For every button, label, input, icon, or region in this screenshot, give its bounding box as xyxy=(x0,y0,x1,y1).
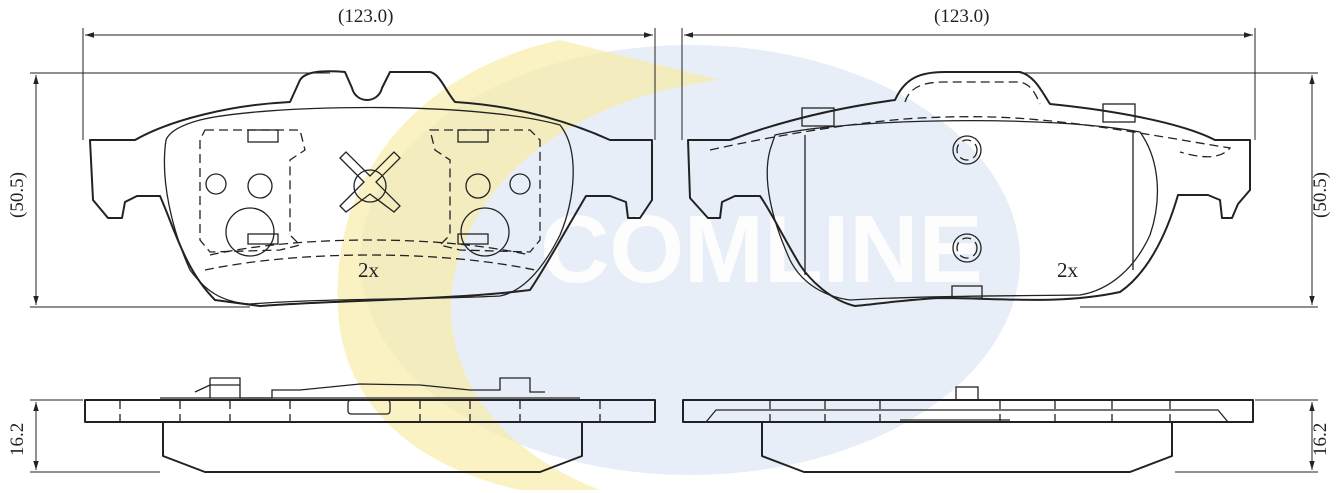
left-hole-3 xyxy=(225,207,275,257)
left-thickness-dimension: 16.2 xyxy=(7,399,160,473)
right-hole-bottom-inner xyxy=(956,237,978,259)
left-side-center-tab xyxy=(347,399,391,415)
left-hole-2 xyxy=(465,173,491,199)
left-clip-tab-1 xyxy=(247,129,279,143)
right-clip-left xyxy=(801,107,835,127)
left-friction-material xyxy=(163,106,574,305)
watermark-yellow-swoosh xyxy=(337,40,720,490)
right-backing-plate xyxy=(687,71,1251,307)
left-height-label: (50.5) xyxy=(7,172,28,218)
right-hole-bottom xyxy=(952,233,982,263)
left-quantity-label: 2x xyxy=(358,258,380,282)
left-width-dimension: (123.0) xyxy=(82,6,656,140)
right-clip-right xyxy=(1102,103,1136,123)
left-pad-front-view xyxy=(89,70,653,307)
right-side-inner-line xyxy=(705,409,1229,423)
left-backing-plate xyxy=(89,70,653,307)
watermark-text: COMLINE xyxy=(540,196,983,303)
left-hole-1 xyxy=(247,173,273,199)
right-hole-top xyxy=(952,135,982,165)
left-thickness-label: 16.2 xyxy=(7,423,28,456)
left-center-cross-mark xyxy=(339,151,401,213)
left-height-dimension: (50.5) xyxy=(7,72,330,308)
left-hole-4 xyxy=(460,207,510,257)
watermark-blue-disc xyxy=(360,45,1020,475)
right-friction-material xyxy=(766,120,1158,301)
right-dashed-outline xyxy=(709,116,1232,158)
right-pad-side-view xyxy=(682,386,1254,473)
right-height-label: (50.5) xyxy=(1310,172,1331,218)
left-side-friction xyxy=(162,422,583,473)
right-hole-top-inner xyxy=(956,139,978,161)
right-height-dimension: (50.5) xyxy=(1020,72,1331,308)
right-width-label: (123.0) xyxy=(934,6,989,27)
left-hole-6 xyxy=(509,173,531,195)
right-quantity-label: 2x xyxy=(1057,258,1079,282)
left-clip-tab-2 xyxy=(457,129,489,143)
left-clip-tab-3 xyxy=(247,233,279,245)
right-side-center-tab xyxy=(955,386,979,401)
left-width-label: (123.0) xyxy=(338,6,393,27)
right-thickness-dimension: 16.2 xyxy=(1175,399,1331,473)
comline-watermark: COMLINE xyxy=(337,40,1020,490)
left-clip-tab-4 xyxy=(457,233,489,245)
right-pad-front-view xyxy=(687,71,1251,307)
left-clip-dashed-right xyxy=(429,129,541,253)
left-hole-5 xyxy=(205,173,227,195)
right-thickness-label: 16.2 xyxy=(1310,423,1331,456)
right-side-friction xyxy=(761,422,1173,473)
left-side-clip xyxy=(194,377,545,399)
right-top-tab-dashed xyxy=(904,81,1041,105)
left-clip-dashed-bottom xyxy=(204,239,536,271)
right-width-dimension: (123.0) xyxy=(681,6,1256,140)
left-pad-side-view xyxy=(84,377,656,473)
right-bottom-tab xyxy=(951,285,983,299)
